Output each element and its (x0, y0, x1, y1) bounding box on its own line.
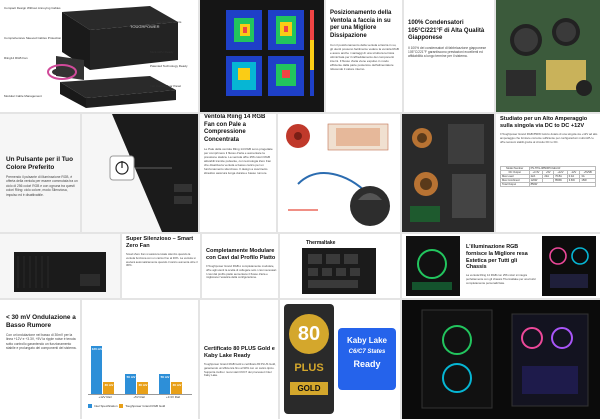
button-title: Un Pulsante per il Tuo Colore Preferito (6, 156, 73, 171)
button-block: Un Pulsante per il Tuo Colore Preferito … (0, 114, 80, 232)
kaby-line-3: Ready (353, 359, 381, 369)
modular-panel-photo: Thermaltake (280, 234, 400, 298)
rgb-case-illustration (402, 300, 600, 419)
ripple-block: < 30 mV Ondulazione a Basso Rumore Con u… (0, 300, 80, 419)
chart-data-label: 50 mV (160, 375, 170, 379)
callout-8: Modular Cable Management (4, 94, 42, 98)
chart-legend: Intel Specification Toughpower Grand RGB… (88, 404, 166, 409)
kaby-line-1: Kaby Lake (346, 336, 388, 345)
modular-text: Il Toughpower Grand RGB è completamente … (206, 264, 277, 280)
svg-text:TOUGHPOWER: TOUGHPOWER (130, 24, 160, 29)
capacitors-title: 100% Condensatori 105°C/221°F di Alta Qu… (408, 20, 485, 41)
chart-bar (91, 346, 102, 394)
thermal-image-panel (200, 0, 324, 112)
rgb-case-left (406, 236, 460, 296)
pcb-capacitors (496, 0, 600, 112)
capacitors-text: Il 100% dei condensatori di fabbricazion… (408, 45, 487, 59)
rgb-button-photo (82, 114, 198, 232)
table-row: Total Output 850W (500, 182, 597, 187)
rgb-case-right (542, 236, 596, 296)
spec-table: Model Number PS-TPG-0850FPCGEU-R DC Outp… (500, 166, 597, 187)
badge-plus: PLUS (294, 362, 324, 374)
amperage-title: Studiato per un Alto Amperaggio sulla si… (500, 116, 588, 129)
chart-data-label: 30 mV (172, 383, 182, 387)
chart-bar (125, 374, 136, 394)
modular-title: Completamente Modulare con Cavi dal Prof… (206, 248, 276, 261)
fan-blade-diagram (286, 123, 390, 226)
80plus-gold-badge: 80 PLUS GOLD (284, 304, 334, 414)
dissipation-text: Con il posizionamento della ventola a fa… (330, 43, 399, 71)
chart-bar (159, 374, 170, 394)
fan-title: Ventola Riing 14 RGB Fan con Pale a Comp… (204, 114, 266, 143)
psu-side-photo (0, 234, 120, 298)
legend-label-tt: Toughpower Grand RGB Gold (125, 404, 166, 408)
silent-title: Super Silenzioso – Smart Zero Fan (126, 236, 194, 249)
kaby-lake-badge: Kaby Lake C6/C7 States Ready (338, 328, 396, 390)
callout-2: Key Specification Vents (150, 20, 182, 24)
rgb-block: L'illuminazione RGB fornisce la Migliore… (402, 234, 600, 298)
dissipation-block: Posizionamento della Ventola a faccia in… (326, 0, 402, 112)
ripple-text: Con un'ondulazione nel basso di 30mV per… (6, 333, 77, 351)
fan-text: Le Pale della ventola Riing 14 RGB sono … (204, 147, 273, 175)
thermal-heatmap (226, 10, 314, 96)
silent-block: Super Silenzioso – Smart Zero Fan Smart … (122, 234, 200, 298)
silent-text: Smart Zero Fan si assicura totale silenz… (126, 252, 198, 268)
fan-diagram (278, 114, 400, 232)
dissipation-title: Posizionamento della Ventola a faccia in… (330, 10, 392, 39)
chart-data-label: 50 mV (126, 375, 136, 379)
capacitors-block: 100% Condensatori 105°C/221°F di Alta Qu… (404, 0, 494, 112)
chart-tick-label: +5V Rail (133, 395, 145, 399)
badge-80: 80 (289, 314, 329, 354)
chart-bar (137, 382, 148, 394)
chart-data-label: 30 mV (138, 383, 148, 387)
callout-1: Compact Design Without Annoying Cables (4, 6, 61, 10)
psu-internals-photo (402, 114, 494, 232)
certification-text: Toughpower Grand RGB Gold è certificato … (204, 362, 276, 378)
modular-block: Completamente Modulare con Cavi dal Prof… (202, 234, 278, 298)
internal-circuit (402, 114, 494, 232)
callout-5: Multi-GPU Ready (150, 50, 174, 54)
legend-label-intel: Intel Specification (94, 404, 118, 408)
callout-3: Comprehensive Sleeved Cables Protection (4, 36, 62, 40)
chart-bar (103, 382, 114, 394)
spec-cell: 850W (528, 182, 597, 187)
kaby-line-2: C6/C7 States (348, 349, 386, 355)
callout-4: Riing14 RGB Fan (4, 56, 28, 60)
amperage-block: Studiato per un Alto Amperaggio sulla si… (496, 114, 600, 232)
capacitors-photo (496, 0, 600, 112)
chart-data-label: 30 mV (104, 383, 114, 387)
psu-button-illustration (109, 114, 198, 232)
badges-panel: 80 PLUS GOLD Kaby Lake C6/C7 States Read… (280, 300, 400, 419)
chart-tick-label: +12V Rail (98, 395, 112, 399)
spec-cell: Total Output (500, 182, 530, 187)
badge-gold: GOLD (290, 382, 328, 395)
button-text: Premendo il pulsante di illuminazione RG… (6, 175, 78, 197)
rgb-text: La ventola Riing 14 RGB con 256 colori s… (466, 273, 536, 285)
psu-illustration: TOUGHPOWER (47, 6, 178, 108)
psu-side-illustration (14, 252, 106, 292)
certification-title: Certificato 80 PLUS Gold e Kaby Lake Rea… (204, 346, 275, 359)
ripple-chart-axis: +12V Rail +5V Rail +3.3V Rail (88, 395, 192, 401)
amperage-text: Il Toughpower Grand RGB 850W Gold è dota… (500, 132, 598, 144)
certification-block: Certificato 80 PLUS Gold e Kaby Lake Rea… (200, 300, 278, 419)
chart-data-label: 120 mV (91, 347, 103, 351)
callout-6: Patented Technology Ready (150, 64, 188, 68)
modular-connectors (302, 248, 376, 294)
rgb-case-photo (402, 300, 600, 419)
fan-block: Ventola Riing 14 RGB Fan con Pale a Comp… (200, 114, 276, 232)
rgb-title: L'illuminazione RGB fornisce la Migliore… (466, 244, 528, 271)
chart-tick-label: +3.3V Rail (166, 395, 180, 399)
legend-swatch-intel (88, 404, 92, 409)
chart-bar (171, 382, 182, 394)
ripple-title: < 30 mV Ondulazione a Basso Rumore (6, 314, 76, 329)
psu-exploded-view: TOUGHPOWER Compact Design Without Annoyi… (0, 0, 198, 112)
legend-swatch-tt (119, 404, 124, 409)
callout-7: Flat Cables Rear Panel (150, 84, 182, 88)
brand-logo: Thermaltake (306, 240, 336, 246)
